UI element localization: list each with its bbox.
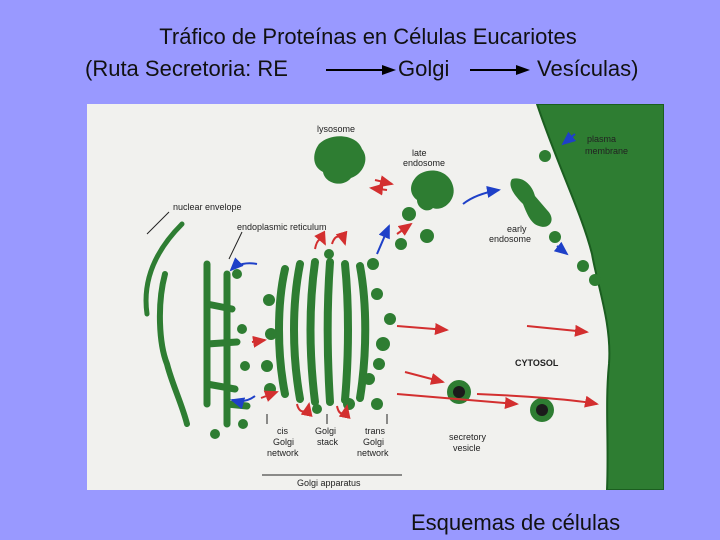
- leader-lines: [146, 211, 402, 476]
- label-endoplasmic-reticulum: endoplasmic reticulum: [237, 222, 327, 232]
- svg-text:endoplasmic reticulum: endoplasmic reticulum: [237, 222, 327, 232]
- svg-text:Golgi: Golgi: [363, 437, 384, 447]
- title-er-text: (Ruta Secretoria: RE: [85, 56, 288, 81]
- label-plasma-membrane: membrane: [585, 146, 628, 156]
- nuclear-envelope: [143, 221, 185, 317]
- title-vesicles-text: Vesículas): [537, 56, 639, 81]
- red-arrows: [251, 175, 599, 419]
- svg-text:stack: stack: [317, 437, 339, 447]
- title-arrow-1: [326, 65, 396, 75]
- late-endosome: [411, 170, 454, 211]
- svg-text:nuclear envelope: nuclear envelope: [173, 202, 242, 212]
- svg-text:lysosome: lysosome: [317, 124, 355, 134]
- svg-text:CYTOSOL: CYTOSOL: [515, 358, 559, 368]
- er-vesicles: [210, 269, 250, 439]
- label-golgi-stack: stack: [317, 437, 339, 447]
- svg-text:membrane: membrane: [585, 146, 628, 156]
- caption: Esquemas de células: [411, 510, 621, 535]
- golgi-vesicles: [261, 249, 396, 414]
- svg-text:secretory: secretory: [449, 432, 487, 442]
- label-early: early: [507, 224, 527, 234]
- title-golgi-text: Golgi: [398, 56, 450, 81]
- early-endosome: [510, 178, 552, 227]
- label-cis-golgi: Golgi: [273, 437, 294, 447]
- label-cytosol: CYTOSOL: [515, 358, 559, 368]
- label-trans-network: network: [357, 448, 389, 458]
- svg-text:late: late: [412, 148, 427, 158]
- label-trans: trans: [365, 426, 386, 436]
- svg-text:network: network: [267, 448, 299, 458]
- svg-text:network: network: [357, 448, 389, 458]
- label-golgi: Golgi: [315, 426, 336, 436]
- svg-text:vesicle: vesicle: [453, 443, 481, 453]
- label-lysosome: lysosome: [317, 124, 355, 134]
- svg-text:Golgi apparatus: Golgi apparatus: [297, 478, 361, 488]
- lysosome: [314, 136, 366, 184]
- svg-text:plasma: plasma: [587, 134, 616, 144]
- svg-text:endosome: endosome: [403, 158, 445, 168]
- svg-text:endosome: endosome: [489, 234, 531, 244]
- label-secretory: secretory: [449, 432, 487, 442]
- label-golgi-apparatus: Golgi apparatus: [297, 478, 361, 488]
- plasma-membrane: [535, 104, 664, 490]
- protein-traffic-figure: lysosome late endosome plasma membrane n…: [87, 104, 664, 490]
- golgi-stack: [275, 258, 370, 406]
- slide-title-line-2: (Ruta Secretoria: RE Golgi Vesículas): [0, 56, 720, 86]
- label-plasma: plasma: [587, 134, 616, 144]
- blue-arrows: [229, 131, 577, 410]
- svg-text:cis: cis: [277, 426, 288, 436]
- slide-title-line-1: Tráfico de Proteínas en Células Eucariot…: [159, 24, 577, 49]
- secretory-vesicle-2: [530, 398, 554, 422]
- svg-text:Golgi: Golgi: [273, 437, 294, 447]
- label-late: late: [412, 148, 427, 158]
- endoplasmic-reticulum: [203, 260, 251, 428]
- svg-text:early: early: [507, 224, 527, 234]
- title-arrow-2: [470, 65, 530, 75]
- label-nuclear-envelope: nuclear envelope: [173, 202, 242, 212]
- svg-text:trans: trans: [365, 426, 386, 436]
- label-cis: cis: [277, 426, 288, 436]
- label-early-endosome: endosome: [489, 234, 531, 244]
- label-trans-golgi: Golgi: [363, 437, 384, 447]
- label-late-endosome: endosome: [403, 158, 445, 168]
- nuclear-envelope-lower: [156, 271, 190, 427]
- svg-text:Golgi: Golgi: [315, 426, 336, 436]
- label-cis-network: network: [267, 448, 299, 458]
- label-secretory-vesicle: vesicle: [453, 443, 481, 453]
